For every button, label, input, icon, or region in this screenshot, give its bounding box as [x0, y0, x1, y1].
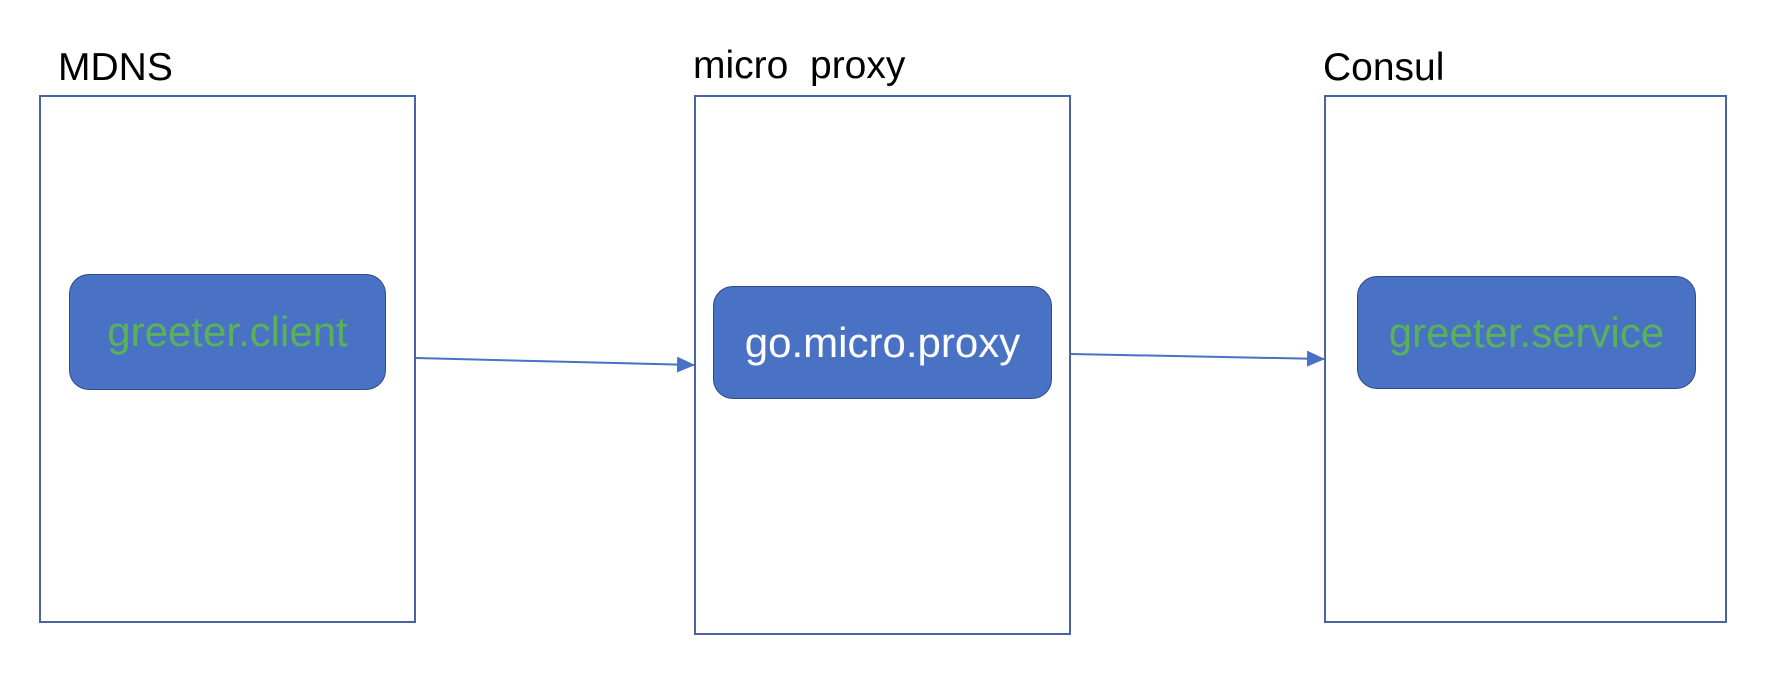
zone-title-mdns: MDNS [58, 46, 173, 89]
zone-title-consul: Consul [1323, 46, 1445, 89]
node-go-micro-proxy[interactable]: go.micro.proxy [713, 286, 1052, 399]
node-go-micro-proxy-label: go.micro.proxy [744, 318, 1021, 366]
arrow-client-to-proxy [415, 356, 695, 373]
node-greeter-service-label: greeter.service [1388, 308, 1665, 356]
node-greeter-client[interactable]: greeter.client [69, 274, 386, 390]
node-greeter-service[interactable]: greeter.service [1357, 276, 1696, 389]
zone-title-micro-proxy: micro proxy [693, 44, 906, 87]
node-greeter-client-label: greeter.client [107, 308, 348, 355]
arrow-proxy-to-service [1070, 350, 1325, 367]
